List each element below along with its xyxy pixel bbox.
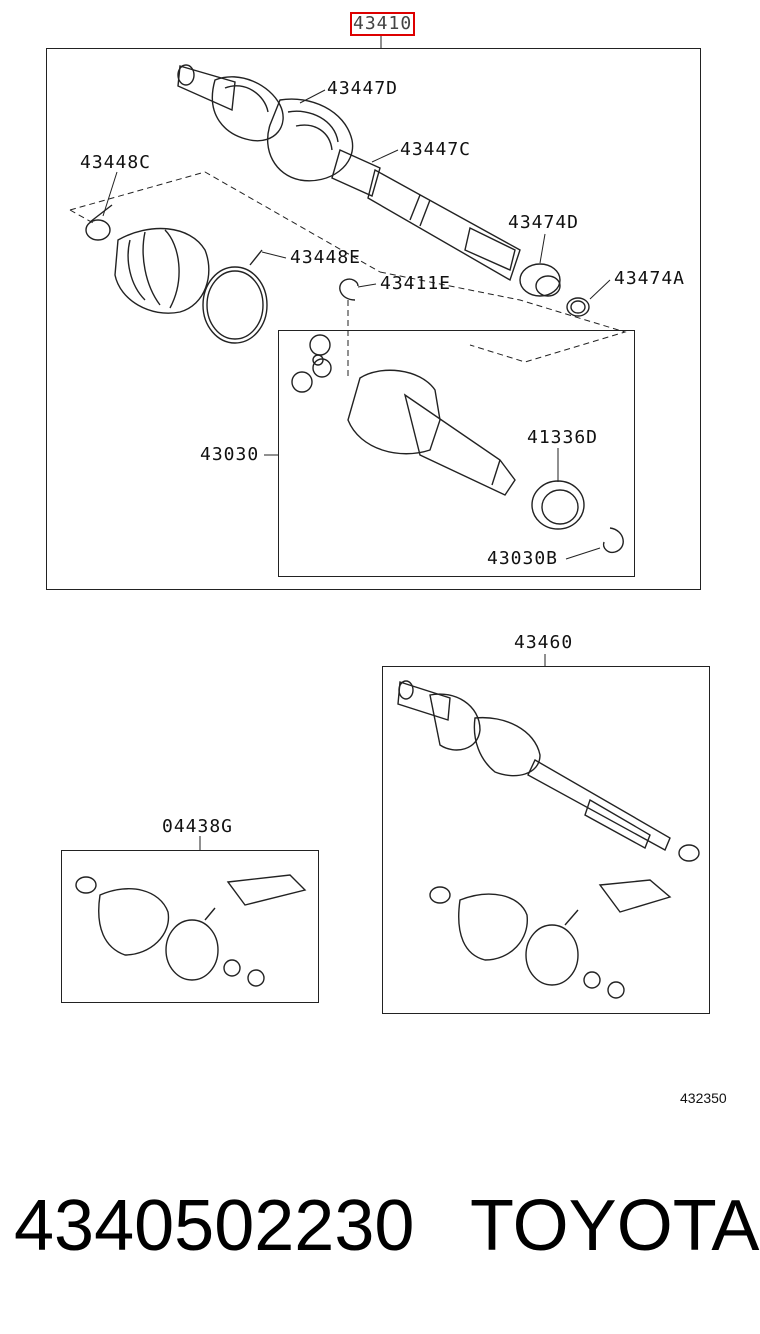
ring-43474a [566,297,590,317]
label-43474d[interactable]: 43474D [508,212,580,233]
dashed-guides [69,171,627,380]
clamp-43448c [85,204,113,241]
label-43474a[interactable]: 43474A [614,268,686,289]
sheet-code: 432350 [680,1090,727,1106]
boot-kit-frame [61,850,319,1003]
label-43030[interactable]: 43030 [200,444,260,465]
kit-lower-right [429,879,672,999]
leader-lines [102,34,611,850]
label-43460[interactable]: 43460 [514,632,574,653]
label-43030b[interactable]: 43030B [487,548,559,569]
tripod-spider [291,334,332,393]
boot-43447 [114,227,210,314]
inner-joint-frame [278,330,635,577]
band-43448e [202,249,268,344]
inner-joint-housing [347,369,516,496]
shaft-assembly-frame [382,666,710,1014]
part-number: 4340502230 [14,1186,415,1266]
label-43447c[interactable]: 43447C [400,139,472,160]
snap-ring-43411e [339,278,359,301]
assembly-label-43410[interactable]: 43410 [350,12,416,36]
label-41336d[interactable]: 41336D [527,427,599,448]
kit-boot-04438g [75,874,307,987]
label-04438g[interactable]: 04438G [162,816,234,837]
bearing-43474d [519,263,561,297]
main-assembly-frame [46,48,701,590]
brand-name: TOYOTA [470,1186,760,1266]
label-43411e[interactable]: 43411E [380,273,452,294]
drive-shaft-lower [397,680,700,862]
label-43448c[interactable]: 43448C [80,152,152,173]
label-43448e[interactable]: 43448E [290,247,362,268]
drive-shaft-top [177,64,521,282]
snap-ring-43030b [602,527,624,554]
oil-seal-41336d [531,480,585,530]
label-43447d[interactable]: 43447D [327,78,399,99]
